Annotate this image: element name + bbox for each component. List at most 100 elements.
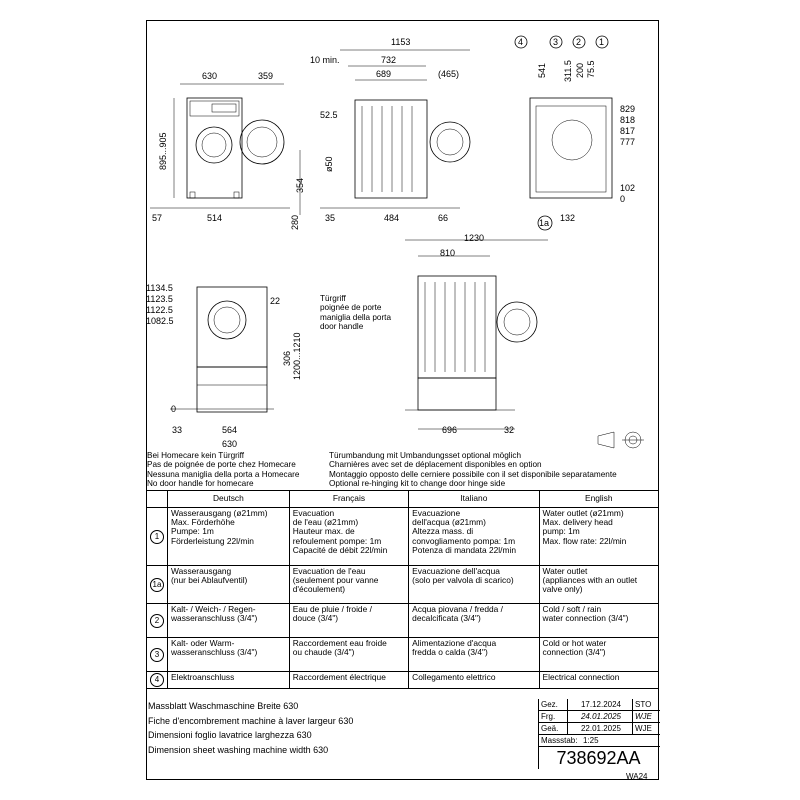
dim-label: 10 min.	[310, 55, 340, 65]
foot	[233, 191, 240, 199]
table-row: 4 Elektroanschluss Raccordement électriq…	[146, 671, 660, 689]
row-key: 1a	[150, 577, 164, 592]
callout-2: 2	[576, 37, 581, 47]
header-german: Deutsch	[167, 490, 290, 508]
title-it: Dimensioni foglio lavatrice larghezza 63…	[148, 730, 312, 740]
dim-label: 306	[282, 351, 292, 366]
callout-4: 4	[518, 37, 523, 47]
panel-ribs	[361, 106, 413, 192]
door-porthole	[195, 126, 233, 164]
view-rear-connections: 4 3 2 1 541 311.5 200 75.5 829 818 817 7…	[514, 35, 635, 231]
dim-label: 57	[152, 213, 162, 223]
table-row: 2 Kalt- / Weich- / Regen- wasseranschlus…	[146, 603, 660, 638]
dim-label: 280	[290, 215, 300, 230]
machine-body-pedestal	[196, 286, 268, 368]
connections-table: Deutsch Français Italiano English 1 Wass…	[146, 490, 660, 689]
title-block-info: Gez. 17.12.2024 STO Frg. 24.01.2025 WJE …	[538, 699, 660, 769]
rear-drum	[551, 119, 593, 161]
machine-body	[186, 97, 243, 199]
hinge-note: Türumbandung mit Umbandungsset optional …	[329, 451, 617, 489]
dim-label: 564	[222, 425, 237, 435]
dim-label: 484	[384, 213, 399, 223]
row-key: 1	[150, 529, 164, 544]
callout-1: 1	[599, 37, 604, 47]
open-door	[239, 119, 285, 165]
dim-label: 689	[376, 69, 391, 79]
dim-label: 0	[171, 404, 176, 414]
dim-label: 630	[202, 71, 217, 81]
pedestal	[196, 366, 268, 413]
released-row: Frg. 24.01.2025 WJE	[539, 711, 660, 723]
dim-label: 895...905	[158, 132, 168, 170]
dim-label: 359	[258, 71, 273, 81]
table-row: 1a Wasserausgang (nur bei Ablaufventil) …	[146, 565, 660, 604]
dim-label: 1153	[391, 37, 410, 47]
dim-label: ø50	[324, 156, 334, 172]
dim-label: 32	[504, 425, 514, 435]
dim-label: 1230	[464, 233, 484, 243]
dim-label: 829	[620, 104, 635, 114]
dim-label: 1123.5	[146, 294, 173, 304]
door-side-glass	[436, 128, 464, 156]
control-panel	[189, 100, 240, 117]
door-handle-note: Türgriff poignée de porte maniglia della…	[320, 294, 392, 332]
title-block-titles: Massblatt Waschmaschine Breite 630 Fiche…	[146, 699, 538, 769]
dim-label: 102	[620, 183, 635, 193]
dim-label: 52.5	[320, 110, 338, 120]
open-door-glass	[246, 126, 278, 158]
title-fr: Fiche d'encombrement machine à laver lar…	[148, 715, 354, 726]
projection-symbol	[597, 431, 644, 449]
door-side	[429, 121, 471, 163]
callout-3: 3	[553, 37, 558, 47]
dim-label: 354	[295, 178, 305, 193]
homecare-note: Bei Homecare kein Türgriff Pas de poigné…	[147, 451, 300, 489]
table-row: 1 Wasserausgang (ø21mm) Max. Förderhöhe …	[146, 507, 660, 566]
dim-label: 22	[270, 296, 280, 306]
rear-panel	[535, 105, 607, 193]
title-en: Dimension sheet washing machine width 63…	[148, 744, 329, 755]
dim-label: 541	[537, 63, 547, 78]
dim-label: 1082.5	[146, 316, 174, 326]
view-side: 354 ø50 280 52.5	[290, 110, 338, 230]
table-row: 3 Kalt- oder Warm- wasseranschluss (3/4"…	[146, 637, 660, 672]
changed-row: Geä. 22.01.2025 WJE	[539, 723, 660, 735]
dim-label: 777	[620, 137, 635, 147]
header-italian: Italiano	[408, 490, 540, 508]
dim-label: 0	[620, 194, 625, 204]
dim-label: 33	[172, 425, 182, 435]
document-number: 738692AA	[556, 748, 641, 768]
door-glass	[201, 132, 227, 158]
dim-label: 311.5	[563, 60, 573, 82]
machine-body-side	[354, 99, 428, 199]
row-key: 4	[150, 673, 164, 687]
dim-label: (465)	[438, 69, 459, 79]
view-pedestal-front: 1134.5 1123.5 1122.5 1082.5 22 306 1200.…	[146, 283, 302, 449]
dim-label: 75.5	[586, 60, 596, 78]
dim-label: 732	[381, 55, 396, 65]
drawing-frame	[146, 20, 659, 780]
header-english: English	[538, 490, 660, 508]
dim-label: 200	[575, 63, 585, 78]
document-code: WA24	[626, 772, 648, 781]
dim-label: 35	[325, 213, 335, 223]
foot	[189, 191, 196, 199]
dim-label: 817	[620, 126, 635, 136]
dim-label: 1134.5	[146, 283, 173, 293]
view-front-door-open: 630 359 895...905 57 514	[150, 71, 290, 223]
view-top-panel: 1153 10 min. 732 689 (465) 35 484 66	[310, 37, 471, 223]
dim-label: 696	[442, 425, 457, 435]
dim-label: 1200...1210	[292, 332, 302, 380]
callout-1a: 1a	[539, 218, 549, 228]
dim-label: 132	[560, 213, 575, 223]
machine-body-side-pedestal	[417, 275, 497, 379]
display	[211, 103, 237, 113]
dim-label: 66	[438, 213, 448, 223]
view-pedestal-side: 1230 810 696 32	[405, 233, 548, 435]
dim-label: 514	[207, 213, 222, 223]
dim-label: 1122.5	[146, 305, 173, 315]
rear-body	[529, 97, 613, 199]
header-french: Français	[288, 490, 410, 508]
title-de: Massblatt Waschmaschine Breite 630	[148, 701, 299, 711]
dim-label: 810	[440, 248, 455, 258]
